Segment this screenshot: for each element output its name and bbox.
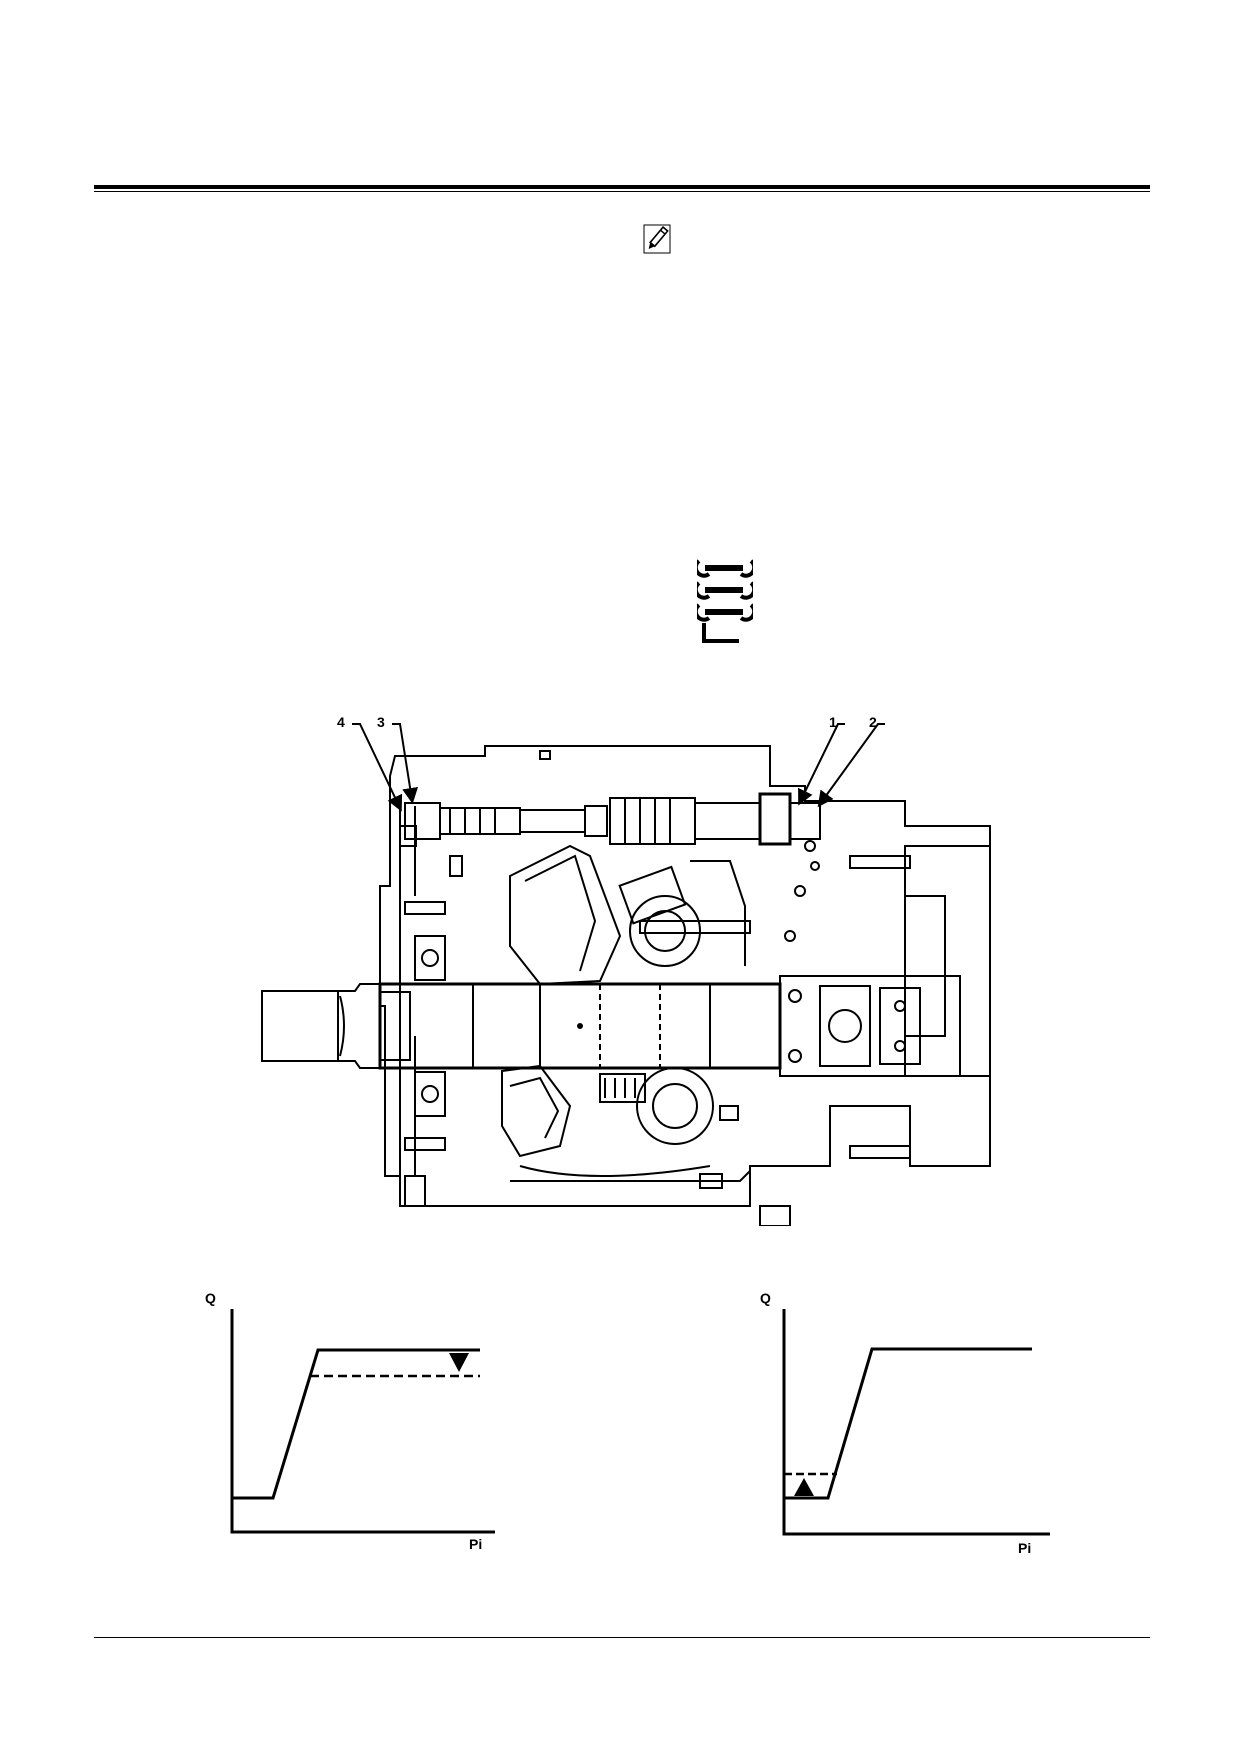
callout-4: 4	[337, 714, 345, 730]
graph-1-y-label: Q	[205, 1290, 216, 1306]
header-rule-thick	[94, 185, 1150, 189]
footer-rule	[94, 1637, 1150, 1638]
tool-icons	[697, 557, 753, 645]
leader-1	[798, 723, 845, 806]
callout-3: 3	[377, 714, 385, 730]
down-arrow-icon	[449, 1353, 469, 1372]
callout-leaders	[352, 723, 885, 812]
pump-cross-section-diagram	[261, 745, 991, 1226]
header-rule-thin	[94, 191, 1150, 192]
pencil-note-icon	[643, 224, 671, 254]
graph-2-curve	[784, 1347, 1032, 1500]
up-arrow-icon	[794, 1478, 814, 1496]
graph-flow-reduction: Q Pi	[205, 1290, 505, 1560]
wrench-icon	[697, 603, 753, 622]
graph-2-axes	[782, 1309, 1050, 1536]
callout-1: 1	[829, 714, 837, 730]
graph-2-y-label: Q	[760, 1290, 771, 1306]
graph-1-x-label: Pi	[469, 1536, 483, 1552]
graph-1-axes	[230, 1309, 495, 1534]
graph-flow-increase: Q Pi	[760, 1290, 1060, 1560]
leader-2	[817, 723, 885, 808]
callout-2: 2	[869, 714, 877, 730]
wrench-icon	[697, 581, 753, 600]
graph-2-x-label: Pi	[1018, 1540, 1032, 1556]
leader-3	[392, 723, 419, 804]
leader-4	[352, 723, 403, 812]
wrench-icon	[697, 559, 753, 578]
hex-key-icon	[702, 623, 739, 643]
graph-1-curve	[232, 1348, 480, 1500]
